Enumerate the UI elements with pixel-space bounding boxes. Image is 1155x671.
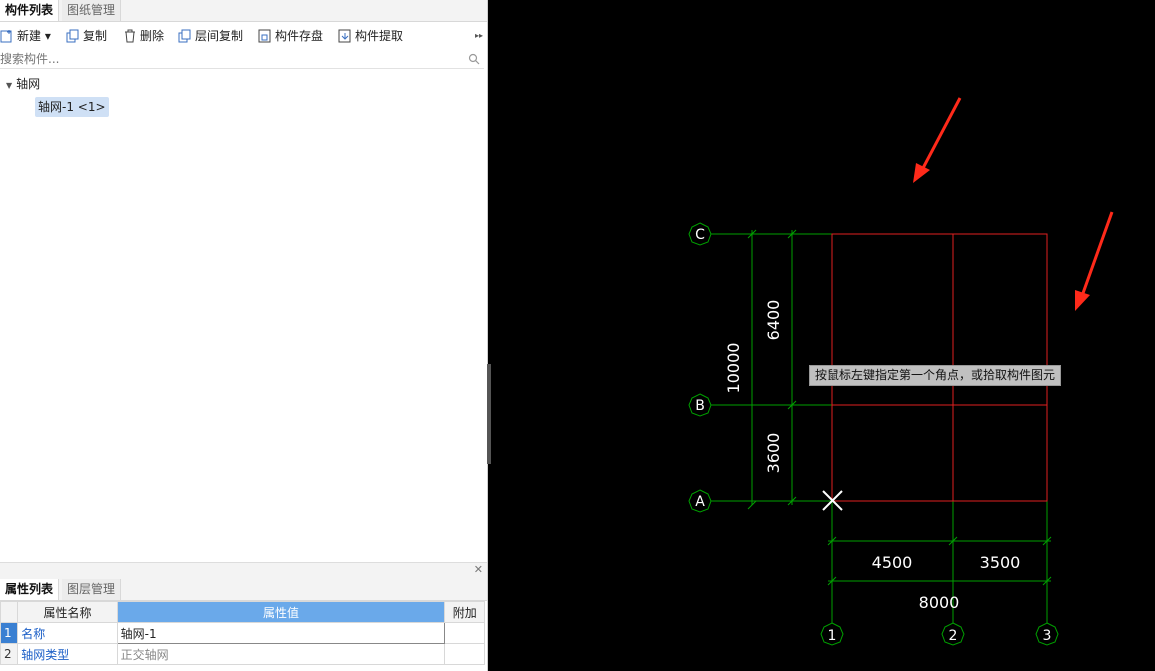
component-panel: 构件列表 图纸管理 新建 ▾ 复制 删除 层间复制 构件存盘 构件提取 ▸▸ ▼… bbox=[0, 0, 488, 671]
canvas-background bbox=[491, 0, 1155, 671]
axis-label-a[interactable]: A bbox=[688, 489, 712, 513]
copy-label: 复制 bbox=[83, 29, 108, 43]
search-input[interactable] bbox=[0, 50, 460, 68]
row-number: 1 bbox=[0, 622, 19, 644]
axis-label-b[interactable]: B bbox=[688, 393, 712, 417]
tab-property-list[interactable]: 属性列表 bbox=[0, 579, 60, 600]
splitter-handle[interactable] bbox=[487, 364, 491, 464]
property-name: 轴网类型 bbox=[17, 643, 118, 665]
row-number: 2 bbox=[0, 643, 19, 665]
table-row[interactable]: 1 名称 轴网-1 bbox=[0, 622, 485, 644]
property-name: 名称 bbox=[17, 622, 118, 644]
dim-text-3600: 3600 bbox=[764, 433, 783, 474]
copy-button[interactable]: 复制 bbox=[66, 24, 107, 48]
delete-button[interactable]: 删除 bbox=[123, 24, 164, 48]
toolbar: 新建 ▾ 复制 删除 层间复制 构件存盘 构件提取 ▸▸ bbox=[0, 24, 487, 48]
header-property-value: 属性值 bbox=[116, 601, 446, 623]
axis-label-c-text: C bbox=[695, 227, 705, 243]
axis-label-b-text: B bbox=[695, 398, 705, 414]
axis-label-c[interactable]: C bbox=[688, 222, 712, 246]
dim-text-8000: 8000 bbox=[919, 593, 960, 612]
tab-drawing-management[interactable]: 图纸管理 bbox=[62, 0, 122, 21]
new-label: 新建 bbox=[17, 29, 42, 43]
header-property-name: 属性名称 bbox=[17, 601, 118, 623]
new-dropdown-icon[interactable]: ▾ bbox=[41, 29, 51, 43]
copy-icon bbox=[66, 29, 79, 43]
tree-root-label: 轴网 bbox=[16, 77, 41, 91]
tree-node-axis-grid[interactable]: ▼轴网 bbox=[6, 76, 40, 92]
axis-label-1[interactable]: 1 bbox=[820, 622, 844, 646]
axis-label-3-text: 3 bbox=[1043, 628, 1052, 644]
save-component-button[interactable]: 构件存盘 bbox=[258, 24, 323, 48]
axis-label-1-text: 1 bbox=[828, 628, 837, 644]
header-corner bbox=[0, 601, 19, 623]
axis-label-2[interactable]: 2 bbox=[941, 622, 965, 646]
dim-text-3500: 3500 bbox=[980, 553, 1021, 572]
bottom-tab-bar: 属性列表 图层管理 bbox=[0, 579, 487, 601]
dim-text-4500: 4500 bbox=[872, 553, 913, 572]
search-icon[interactable] bbox=[468, 53, 480, 65]
close-icon[interactable]: ✕ bbox=[473, 563, 483, 576]
tab-component-list[interactable]: 构件列表 bbox=[0, 0, 60, 21]
property-header-row: 属性名称 属性值 附加 bbox=[0, 601, 485, 623]
axis-label-a-text: A bbox=[695, 494, 705, 510]
crosshair-cursor-icon bbox=[822, 490, 843, 511]
delete-label: 删除 bbox=[140, 29, 165, 43]
annotation-arrow-icon bbox=[1075, 211, 1114, 311]
property-extra-cell[interactable] bbox=[444, 622, 485, 644]
search-bar bbox=[0, 50, 484, 69]
floor-copy-icon bbox=[178, 29, 191, 43]
tree-expand-icon[interactable]: ▼ bbox=[6, 81, 13, 90]
property-extra-cell[interactable] bbox=[444, 643, 485, 665]
command-prompt-tooltip: 按鼠标左键指定第一个角点，或拾取构件图元 bbox=[809, 365, 1062, 386]
save-component-label: 构件存盘 bbox=[275, 29, 324, 43]
floor-copy-label: 层间复制 bbox=[195, 29, 244, 43]
property-value-input[interactable]: 轴网-1 bbox=[116, 622, 446, 644]
extract-component-button[interactable]: 构件提取 bbox=[338, 24, 403, 48]
property-table: 属性名称 属性值 附加 1 名称 轴网-1 2 轴网类型 正交轴网 bbox=[0, 601, 485, 665]
tree-node-axis-grid-1[interactable]: 轴网-1 <1> bbox=[35, 97, 109, 117]
trash-icon bbox=[125, 29, 135, 43]
dim-ticks bbox=[747, 229, 1052, 586]
axis-label-3[interactable]: 3 bbox=[1035, 622, 1059, 646]
extract-component-icon bbox=[338, 29, 351, 43]
extract-component-label: 构件提取 bbox=[355, 29, 404, 43]
header-extra: 附加 bbox=[444, 601, 485, 623]
top-tab-bar: 构件列表 图纸管理 bbox=[0, 0, 487, 22]
floor-copy-button[interactable]: 层间复制 bbox=[178, 24, 243, 48]
annotation-arrow-icon bbox=[913, 97, 962, 183]
axis-label-2-text: 2 bbox=[949, 628, 958, 644]
panel-divider[interactable]: ✕ bbox=[0, 562, 487, 579]
toolbar-more-icon[interactable]: ▸▸ bbox=[475, 31, 484, 40]
dim-text-6400: 6400 bbox=[764, 300, 783, 341]
property-value[interactable]: 正交轴网 bbox=[116, 643, 446, 665]
new-icon bbox=[0, 30, 12, 43]
drawing-canvas[interactable]: C B A 1 2 3 10000 6400 3600 4500 3500 80… bbox=[491, 0, 1155, 671]
tab-layer-management[interactable]: 图层管理 bbox=[62, 579, 122, 600]
dim-text-10000: 10000 bbox=[724, 343, 743, 394]
new-button[interactable]: 新建 ▾ bbox=[0, 24, 51, 48]
save-component-icon bbox=[258, 29, 271, 43]
table-row[interactable]: 2 轴网类型 正交轴网 bbox=[0, 643, 485, 665]
